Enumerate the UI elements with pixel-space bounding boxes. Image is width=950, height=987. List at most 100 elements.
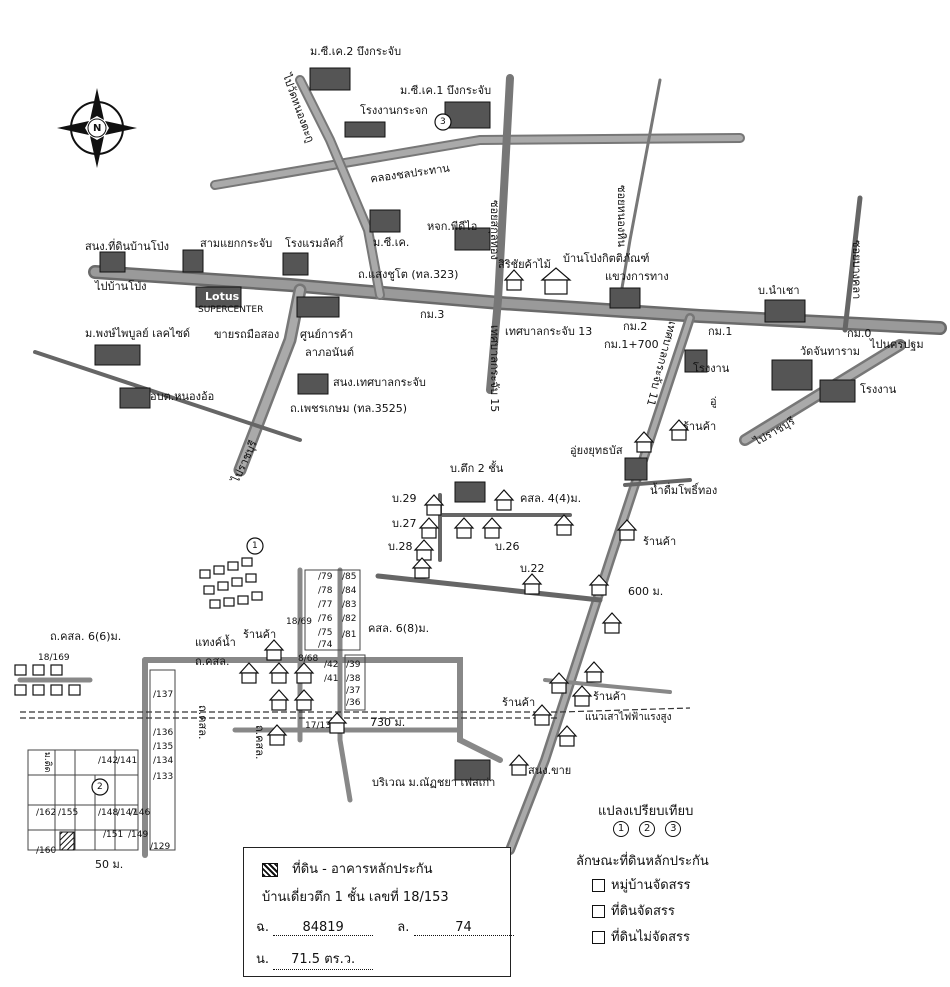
label-power-line: แนวเสาไฟฟ้าแรงสูง (585, 712, 672, 723)
label-lotus: Lotus (205, 290, 240, 303)
left-plot-label: /137 (153, 690, 174, 700)
label-hjk: หจก.พีดีไอ (427, 220, 478, 233)
label-d600: 600 ม. (628, 585, 664, 598)
label-b28: บ.28 (388, 540, 413, 553)
left-plot-label: /136 (153, 728, 174, 738)
mid-plot-label: /37 (346, 686, 361, 696)
label-kho6-6: ถ.คสล. 6(6)ม. (50, 630, 122, 643)
top-plot-label: /85 (342, 572, 357, 582)
label-rong-ngan-1: โรงงาน (693, 362, 730, 375)
legend-title: ที่ดิน - อาคารหลักประกัน (292, 862, 433, 877)
label-p18-169: 18/169 (38, 653, 70, 663)
top-plot-label: /83 (342, 600, 357, 610)
label-tesaban13: เทศบาลกระจับ 13 (505, 325, 593, 338)
marker-2: 2 (97, 782, 103, 792)
legend-lot-label: ล. (397, 920, 410, 935)
label-glass-factory: โรงงานกระจก (360, 104, 428, 117)
label-km0: กม.0 (847, 327, 872, 340)
label-khwaeng: แขวงการทาง (605, 270, 669, 283)
label-rong-ngan-2: โรงงาน (860, 383, 897, 396)
label-ar-u: อู่ (710, 395, 717, 408)
key-item-1: หมู่บ้านจัดสรร (611, 878, 691, 893)
top-plot-label: /77 (318, 600, 333, 610)
label-soi-sakon: ซอยสกุลทอง (488, 200, 501, 260)
label-p18-69: 18/69 (286, 617, 312, 627)
label-km3: กม.3 (420, 308, 445, 321)
label-mart: ขายรถมือสอง (214, 328, 280, 341)
key-subtitle: ลักษณะที่ดินหลักประกัน (576, 854, 709, 869)
label-sanong-khai: สนง.ขาย (528, 764, 572, 777)
label-bariwen: บริเวณ ม.ณัฏชยา เฟสเก่า (372, 776, 496, 789)
key-item-3: ที่ดินไม่จัดสรร (611, 930, 690, 945)
label-nam-dum: น้ำดื่มโพธิ์ทอง (650, 484, 718, 497)
top-plot-label: /81 (342, 630, 357, 640)
mid-plot-label: /39 (346, 660, 361, 670)
label-soi-nonghin: ซอยหนองหิน (615, 185, 628, 248)
label-raan-kha-3: ร้านค้า (243, 628, 277, 641)
left-plot-label: /134 (153, 756, 174, 766)
compass-icon (57, 88, 137, 168)
legend-lot-value: 74 (413, 920, 514, 936)
label-b26: บ.26 (495, 540, 520, 553)
label-banpong-museum: บ้านโป่งกิตติภัณฑ์ (563, 252, 650, 265)
left-plot-label: /148 (98, 808, 119, 818)
key-item-2: ที่ดินจัดสรร (611, 904, 675, 919)
top-plot-label: /76 (318, 614, 333, 624)
label-km2: กม.2 (623, 320, 648, 333)
mid-plot-label: /42 (324, 660, 339, 670)
label-rd-kosol-2: ถ.คสล. (196, 705, 209, 740)
label-pai-banpong: ไปบ้านโป่ง (95, 280, 147, 293)
compass-n-label: N (93, 123, 102, 134)
label-school-nongor: อบต.หนองอ้อ (150, 390, 215, 403)
label-d50: 50 ม. (95, 858, 124, 871)
label-soi-bangkadan: ซอยบางคลา (850, 240, 863, 300)
label-hang-nam: แทงค์น้ำ (195, 636, 236, 649)
label-sanong-pong: สนง.ที่ดินบ้านโป่ง (85, 240, 169, 253)
left-plot-label: /147 (117, 808, 138, 818)
label-road-petkasem: ถ.เพชรเกษม (ทล.3525) (290, 402, 408, 415)
label-ban-tuk2: บ.ตึก 2 ชั้น (450, 462, 504, 475)
mid-plot-label: /36 (346, 698, 361, 708)
label-d730: 730 ม. (370, 716, 406, 729)
key-box-icon (592, 879, 605, 892)
label-mck1: ม.ซี.เค.1 บึงกระจับ (400, 84, 492, 97)
label-pongpai: ม.พงษ์ไพบูลย์ เลคไซด์ (85, 327, 191, 340)
mid-plot-label: /41 (324, 674, 339, 684)
left-plot-label: /162 (36, 808, 57, 818)
left-plot-label: /133 (153, 772, 174, 782)
mid-plot-label: /38 (346, 674, 361, 684)
label-rd-kosol-3: ถ.คสล. (253, 725, 266, 760)
collateral-legend-box: ที่ดิน - อาคารหลักประกัน บ้านเดี่ยวตึก 1… (243, 847, 514, 977)
label-lanonon: ลาภอนันต์ (305, 346, 354, 359)
left-plot-label: /142 (98, 756, 119, 766)
label-mck2: ม.ซี.เค.2 บึงกระจับ (310, 45, 402, 58)
key-box-icon (592, 931, 605, 944)
legend-area-value: 71.5 ตร.ว. (273, 948, 374, 970)
key-title: แปลงเปรียบเทียบ (598, 804, 694, 819)
top-plot-label: /84 (342, 586, 357, 596)
legend-chanod-label: ฉ. (256, 920, 269, 935)
left-plot-label: /129 (150, 842, 171, 852)
key-circle-1: 1 (613, 821, 629, 837)
label-km1: กม.1 (708, 325, 733, 338)
label-raan-kha-1: ร้านค้า (683, 420, 717, 433)
label-shopping: ศูนย์การค้า (300, 328, 354, 341)
top-plot-label: /75 (318, 628, 333, 638)
top-plot-label: /78 (318, 586, 333, 596)
left-plot-label: /155 (58, 808, 79, 818)
left-plot-label: /146 (130, 808, 151, 818)
label-siri: สิริชัยค้าไม้ (498, 258, 551, 271)
marker-3: 3 (440, 117, 446, 127)
legend-desc: บ้านเดี่ยวตึก 1 ชั้น เลขที่ 18/153 (262, 890, 449, 905)
label-tesaban15: เทศบาลกระจับ 15 (488, 325, 501, 413)
left-plot-label: /141 (117, 756, 138, 766)
label-wat-chan: วัดจันทาราม (800, 345, 861, 358)
hatch-swatch-icon (262, 862, 278, 877)
left-plot-label: /151 (103, 830, 124, 840)
label-ban-namchao: บ.นำเชา (758, 284, 800, 297)
label-hotel: โรงแรมลัคกี้ (285, 237, 344, 250)
top-plot-label: /79 (318, 572, 333, 582)
top-plot-label: /74 (318, 640, 333, 650)
legend-area-label: น. (256, 952, 270, 967)
